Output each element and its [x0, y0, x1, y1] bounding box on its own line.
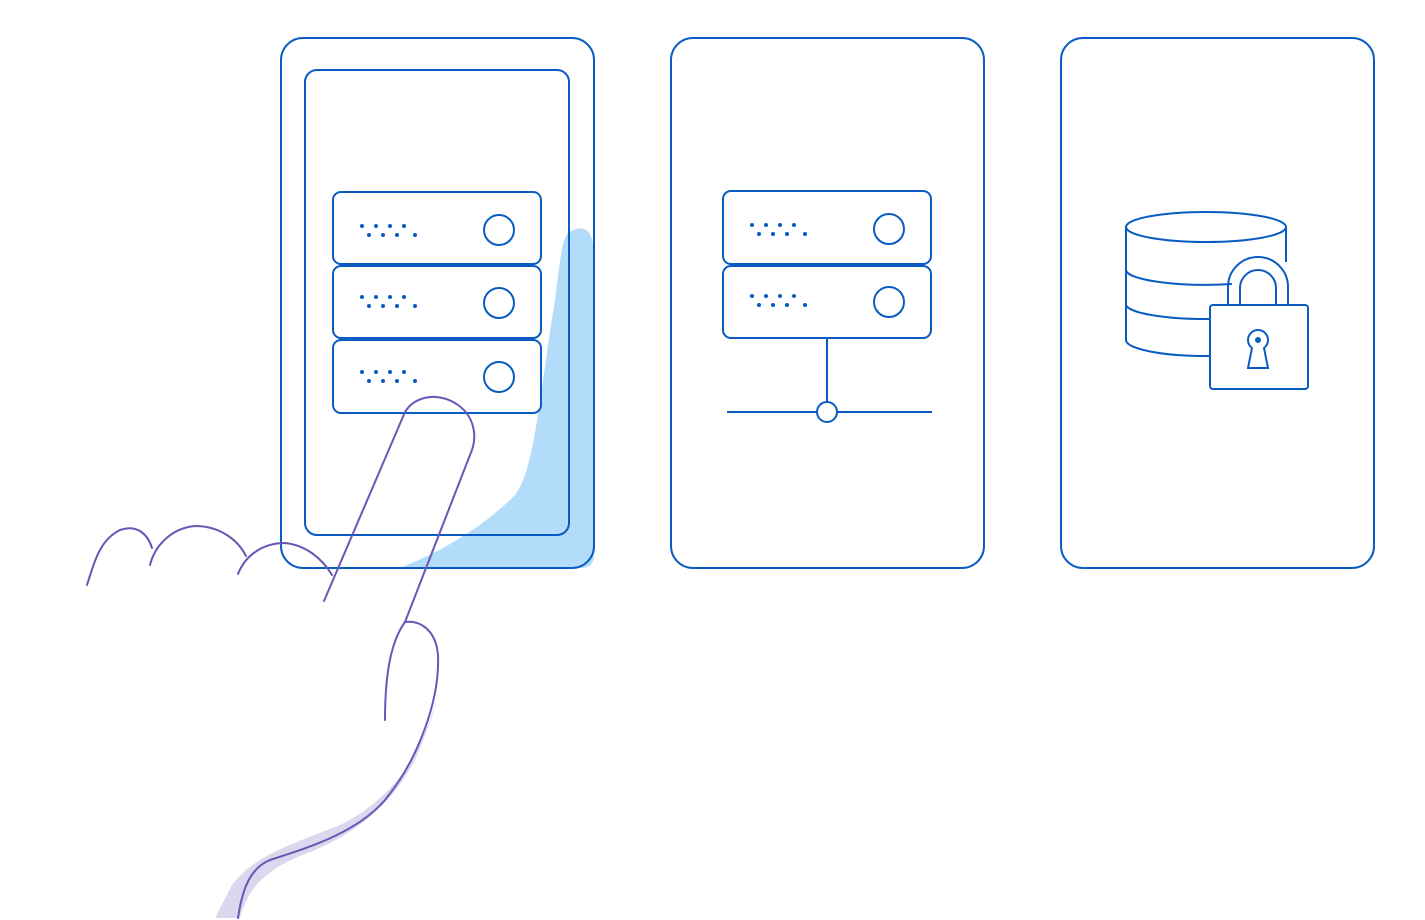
status-dots-icon [750, 294, 807, 307]
selection-highlight [400, 228, 594, 568]
server-unit [722, 190, 932, 265]
server-unit [722, 265, 932, 339]
card-inner-frame [304, 69, 570, 536]
card-secure-database[interactable] [1060, 37, 1375, 569]
server-unit [332, 265, 542, 339]
padlock-icon [1209, 256, 1309, 390]
network-node-icon [816, 401, 838, 423]
database-icon [1124, 211, 1287, 358]
card-server-rack[interactable] [280, 37, 595, 569]
power-button-icon [873, 213, 905, 245]
power-button-icon [873, 286, 905, 318]
card-outer-frame [280, 37, 595, 569]
power-button-icon [483, 361, 515, 393]
hand-shadow [215, 700, 436, 918]
status-dots-icon [360, 224, 417, 237]
server-rack-icon [332, 191, 542, 414]
pointing-hand-icon [86, 395, 476, 919]
card-frame [1060, 37, 1375, 569]
keyhole-icon [1246, 329, 1270, 369]
server-unit [332, 339, 542, 414]
server-unit [332, 191, 542, 265]
status-dots-icon [360, 370, 417, 383]
database-lock-icon [1124, 211, 1309, 390]
status-dots-icon [750, 223, 807, 236]
card-network-server[interactable] [670, 37, 985, 569]
power-button-icon [483, 214, 515, 246]
card-frame [670, 37, 985, 569]
status-dots-icon [360, 295, 417, 308]
power-button-icon [483, 287, 515, 319]
network-server-icon [722, 190, 932, 423]
